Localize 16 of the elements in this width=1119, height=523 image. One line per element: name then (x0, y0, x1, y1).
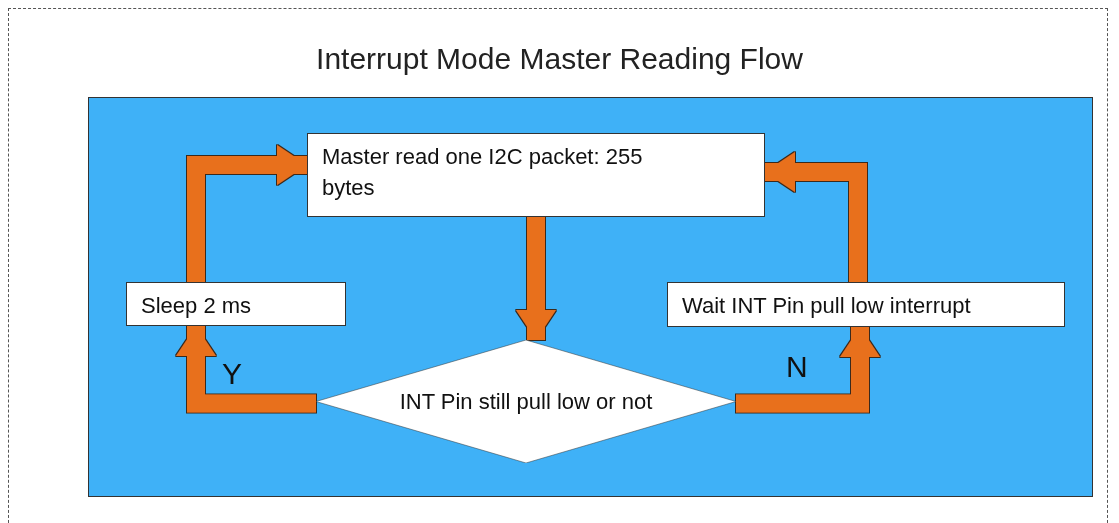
process-box (667, 282, 1065, 327)
node-text: Sleep 2 ms (141, 292, 253, 320)
edge-label: Y (222, 357, 242, 391)
diagram-title: Interrupt Mode Master Reading Flow (315, 42, 804, 76)
block-arrow (176, 326, 316, 413)
node-text: Wait INT Pin pull low interrupt (682, 292, 972, 320)
process-box (126, 282, 346, 326)
edge-label: N (786, 350, 808, 384)
block-arrow (765, 152, 867, 282)
process-box (307, 133, 765, 217)
decision-diamond (316, 340, 736, 463)
node-text: INT Pin still pull low or not (399, 388, 653, 415)
block-arrow (736, 327, 880, 413)
block-arrow (516, 217, 556, 340)
node-text: Master read one I2C packet: 255 bytes (322, 143, 644, 202)
block-arrow (187, 145, 307, 282)
